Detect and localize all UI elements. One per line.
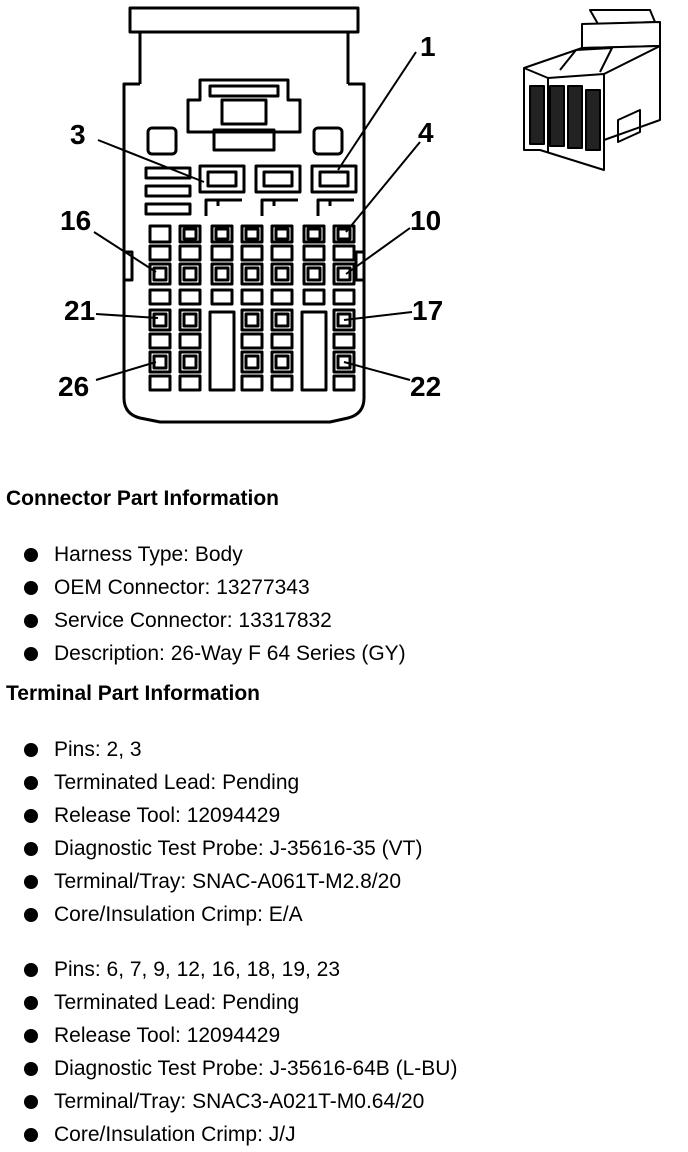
list-item-text: Pins: 6, 7, 9, 12, 16, 18, 19, 23 [54,958,341,981]
pin-label-17: 17 [412,295,443,326]
bullet-icon [24,875,38,889]
list-item-text: Pins: 2, 3 [54,738,142,761]
bullet-icon [24,743,38,757]
list-item: Diagnostic Test Probe: J-35616-64B (L-BU… [0,1052,457,1085]
cavity-grid [148,224,356,392]
list-item-text: Core/Insulation Crimp: E/A [54,903,303,926]
bullet-icon [24,1062,38,1076]
pin-label-3: 3 [70,119,86,150]
bullet-icon [24,1128,38,1142]
pin-label-21: 21 [64,295,95,326]
list-item: Terminated Lead: Pending [0,766,422,799]
list-item: Diagnostic Test Probe: J-35616-35 (VT) [0,832,422,865]
bullet-icon [24,963,38,977]
list-item: Release Tool: 12094429 [0,799,422,832]
pin-label-1: 1 [420,31,436,62]
list-item: Pins: 6, 7, 9, 12, 16, 18, 19, 23 [0,953,457,986]
terminal-group-2-list: Pins: 6, 7, 9, 12, 16, 18, 19, 23 Termin… [0,953,457,1151]
bullet-icon [24,647,38,661]
list-item-text: Description: 26-Way F 64 Series (GY) [54,642,406,665]
list-item: Pins: 2, 3 [0,733,422,766]
bullet-icon [24,548,38,562]
terminal-part-info-title: Terminal Part Information [6,682,260,705]
list-item-text: Terminal/Tray: SNAC-A061T-M2.8/20 [54,870,402,893]
list-item-text: Terminated Lead: Pending [54,771,300,794]
pin-label-4: 4 [418,117,434,148]
list-item: Harness Type: Body [0,538,406,571]
connector-diagram: 1 3 4 16 10 21 17 26 22 [58,6,661,424]
list-item: Terminated Lead: Pending [0,986,457,1019]
list-item-text: Terminated Lead: Pending [54,991,300,1014]
leader-lines [93,51,421,381]
connector-info-list: Harness Type: Body OEM Connector: 132773… [0,538,406,670]
connector-housing [122,6,366,424]
bullet-icon [24,776,38,790]
pin-label-22: 22 [410,371,441,402]
bullet-icon [24,1095,38,1109]
connector-part-info-title: Connector Part Information [6,487,280,510]
list-item-text: Release Tool: 12094429 [54,1024,281,1047]
list-item-text: Release Tool: 12094429 [54,804,281,827]
bullet-icon [24,614,38,628]
pin-label-16: 16 [60,205,91,236]
list-item-text: Diagnostic Test Probe: J-35616-64B (L-BU… [54,1057,458,1080]
list-item: Core/Insulation Crimp: E/A [0,898,422,931]
list-item-text: Diagnostic Test Probe: J-35616-35 (VT) [54,837,423,860]
bullet-icon [24,581,38,595]
pin-label-10: 10 [410,205,441,236]
list-item: Service Connector: 13317832 [0,604,406,637]
connector-thumbnail-image [523,9,661,171]
bullet-icon [24,842,38,856]
list-item-text: Core/Insulation Crimp: J/J [54,1123,296,1146]
bullet-icon [24,908,38,922]
list-item: Release Tool: 12094429 [0,1019,457,1052]
list-item: Description: 26-Way F 64 Series (GY) [0,637,406,670]
list-item: OEM Connector: 13277343 [0,571,406,604]
pin-label-26: 26 [58,371,89,402]
bullet-icon [24,996,38,1010]
list-item-text: OEM Connector: 13277343 [54,576,310,599]
list-item-text: Harness Type: Body [54,543,243,566]
bullet-icon [24,809,38,823]
list-item-text: Terminal/Tray: SNAC3-A021T-M0.64/20 [54,1090,425,1113]
list-item: Terminal/Tray: SNAC-A061T-M2.8/20 [0,865,422,898]
list-item-text: Service Connector: 13317832 [54,609,332,632]
list-item: Core/Insulation Crimp: J/J [0,1118,457,1151]
bullet-icon [24,1029,38,1043]
list-item: Terminal/Tray: SNAC3-A021T-M0.64/20 [0,1085,457,1118]
terminal-group-1-list: Pins: 2, 3 Terminated Lead: Pending Rele… [0,733,422,931]
